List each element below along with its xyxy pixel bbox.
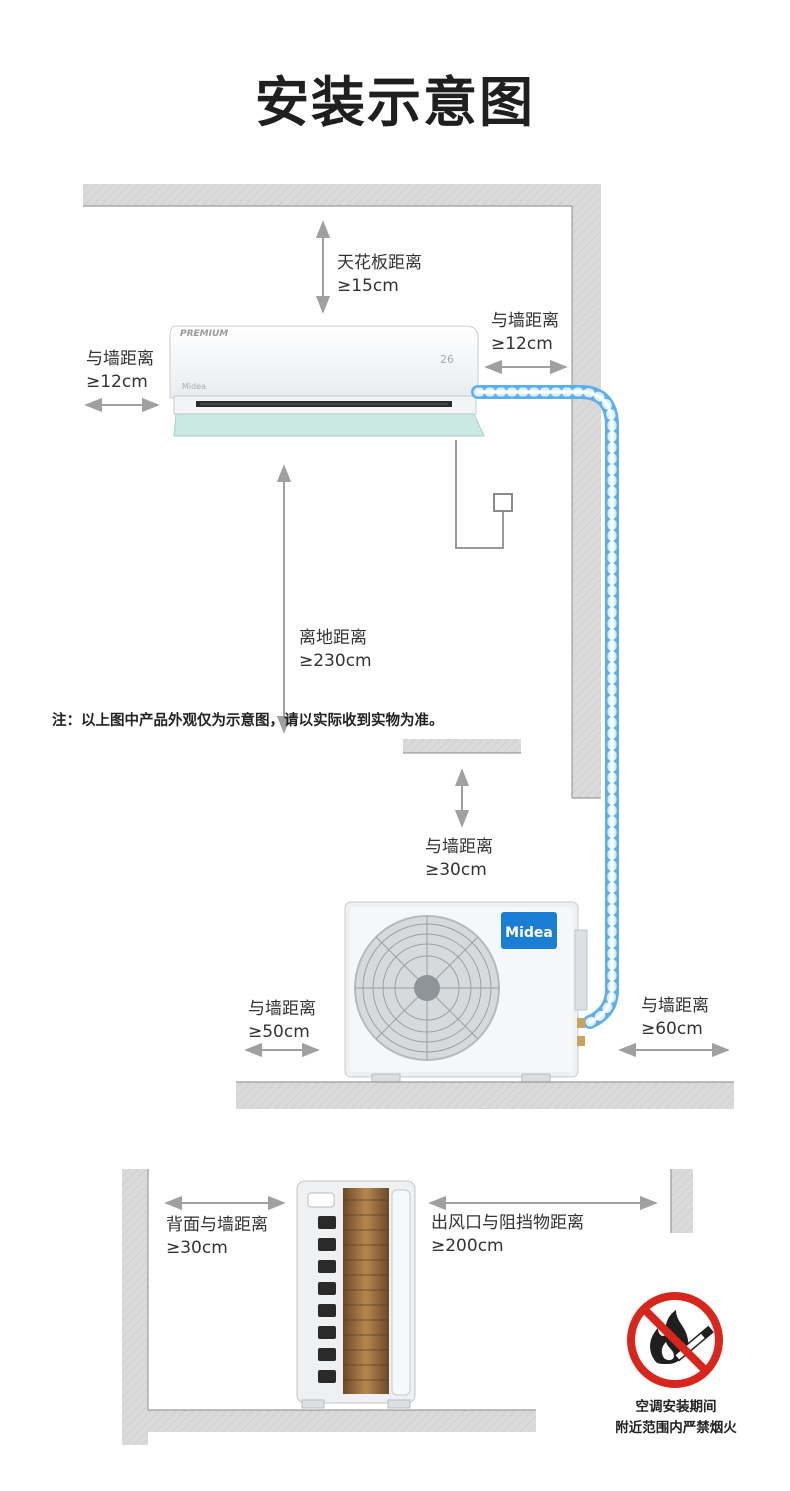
fire-warning-text: 空调安装期间附近范围内严禁烟火 xyxy=(615,1399,737,1436)
ground-slab xyxy=(236,1081,734,1109)
disclaimer-note: 注：以上图中产品外观仅为示意图，请以实际收到实物为准。 xyxy=(52,713,444,729)
indoor-unit: PREMIUM Midea 26 xyxy=(169,325,485,437)
page-title: 安装示意图 xyxy=(255,71,535,134)
bottom-floor xyxy=(122,1409,536,1432)
outdoor-right-distance-label: 与墙距离≥60cm xyxy=(641,996,709,1039)
ceiling-wall xyxy=(83,184,601,207)
indoor-right-distance-label: 与墙距离≥12cm xyxy=(491,311,559,354)
back-wall-distance-label: 背面与墙距离≥30cm xyxy=(166,1215,268,1258)
floor-distance-label: 离地距离≥230cm xyxy=(299,628,372,671)
obstacle-wall xyxy=(670,1169,693,1233)
refrigerant-pipe xyxy=(471,385,619,1029)
outlet-distance-label: 出风口与阻挡物距离≥200cm xyxy=(431,1213,584,1256)
outdoor-unit-side-view xyxy=(296,1180,416,1409)
outdoor-left-distance-label: 与墙距离≥50cm xyxy=(248,999,316,1042)
bottom-left-wall xyxy=(122,1169,149,1445)
indoor-logo: Midea xyxy=(182,382,206,391)
side-wall xyxy=(571,184,601,799)
outdoor-top-distance-label: 与墙距离≥30cm xyxy=(425,837,493,880)
outdoor-unit: Midea xyxy=(344,901,588,1083)
svg-text:PREMIUM: PREMIUM xyxy=(180,329,228,339)
drain-pipe xyxy=(455,440,513,549)
svg-text:26: 26 xyxy=(440,353,454,366)
outdoor-logo: Midea xyxy=(505,925,553,941)
indoor-left-distance-label: 与墙距离≥12cm xyxy=(86,349,154,392)
no-smoking-no-fire-icon xyxy=(627,1292,723,1388)
ceiling-distance-label: 天花板距离≥15cm xyxy=(337,253,422,296)
outdoor-upper-wall xyxy=(403,739,521,754)
